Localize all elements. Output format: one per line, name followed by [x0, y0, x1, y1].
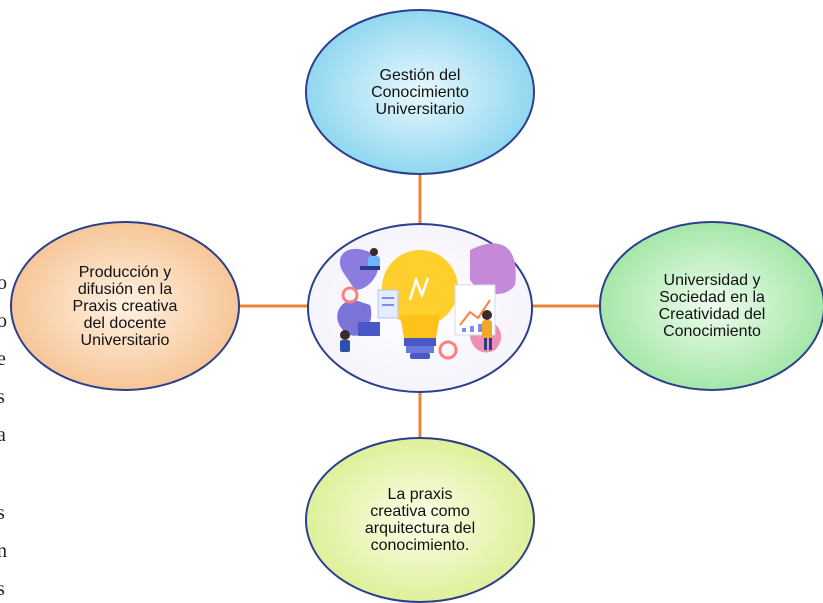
node-right-shape [599, 221, 823, 391]
edge-letter: o [0, 272, 7, 294]
edge-letter: s [0, 386, 5, 408]
node-left: Producción y difusión en la Praxis creat… [11, 222, 239, 390]
edge-letter: e [0, 348, 6, 370]
edge-letter: o [0, 310, 7, 332]
edge-letter: n [0, 540, 7, 562]
node-top: Gestión del Conocimiento Universitario [306, 10, 534, 174]
node-left-label: Producción y difusión en la Praxis creat… [72, 263, 178, 349]
node-top-label: Gestión del Conocimiento Universitario [371, 66, 469, 118]
edge-letter: s [0, 502, 5, 524]
node-right-label: Universidad y Sociedad en la Creatividad… [658, 272, 766, 340]
creativity-lightbulb-illustration-icon [307, 223, 533, 393]
node-left-shape [10, 221, 240, 391]
node-bottom-label: La praxis creativa como arquitectura del… [364, 486, 476, 554]
node-bottom: La praxis creativa como arquitectura del… [306, 438, 534, 602]
node-bottom-shape [305, 437, 535, 603]
edge-letter: a [0, 424, 6, 446]
connector-lines [232, 172, 600, 440]
edge-letter: s [0, 578, 5, 600]
node-top-shape [305, 9, 535, 175]
node-right: Universidad y Sociedad en la Creatividad… [600, 222, 823, 390]
